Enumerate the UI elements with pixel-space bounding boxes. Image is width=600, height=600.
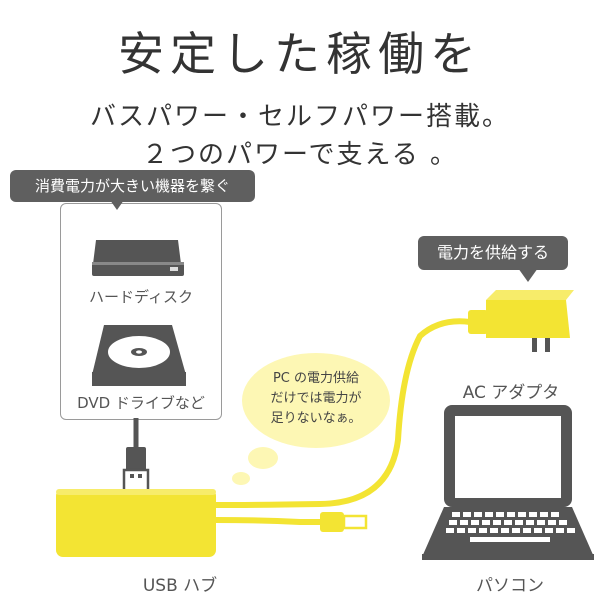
hdd-label: ハードディスク (89, 288, 193, 306)
usb-hub-label: USB ハブ (142, 576, 218, 596)
ac-adapter-icon (468, 290, 574, 352)
callout-devices-pointer (110, 200, 124, 210)
usb-hub-icon (56, 489, 216, 557)
pc-label: パソコン (476, 576, 544, 596)
thought-line-3: 足りないなぁ。 (270, 411, 362, 426)
usb-plug-icon (215, 512, 368, 532)
thought-text: PC の電力供給 だけでは電力が 足りないなぁ。 (250, 369, 382, 429)
thought-bubble (242, 353, 390, 448)
thought-dot-small (232, 472, 250, 485)
dvd-drive-icon (92, 325, 186, 386)
thought-line-2: だけでは電力が (270, 391, 362, 406)
page-title: 安定した稼働を (118, 27, 482, 81)
ac-adapter-label: AC アダプタ (462, 383, 560, 403)
laptop-icon (422, 405, 594, 560)
device-usb-cable (122, 418, 150, 494)
thought-dot-large (248, 447, 278, 469)
subtitle-line-2: ２つのパワーで支える 。 (142, 140, 458, 170)
subtitle-line-1: バスパワー・セルフパワー搭載。 (89, 102, 510, 132)
thought-line-1: PC の電力供給 (272, 371, 360, 386)
dvd-label: DVD ドライブなど (77, 394, 205, 412)
callout-supply-power: 電力を供給する (418, 236, 568, 270)
callout-high-power-devices: 消費電力が大きい機器を繋ぐ (10, 170, 255, 202)
hard-disk-icon (92, 240, 184, 276)
ac-adapter-cable (215, 318, 471, 508)
callout-power-pointer (518, 268, 538, 282)
